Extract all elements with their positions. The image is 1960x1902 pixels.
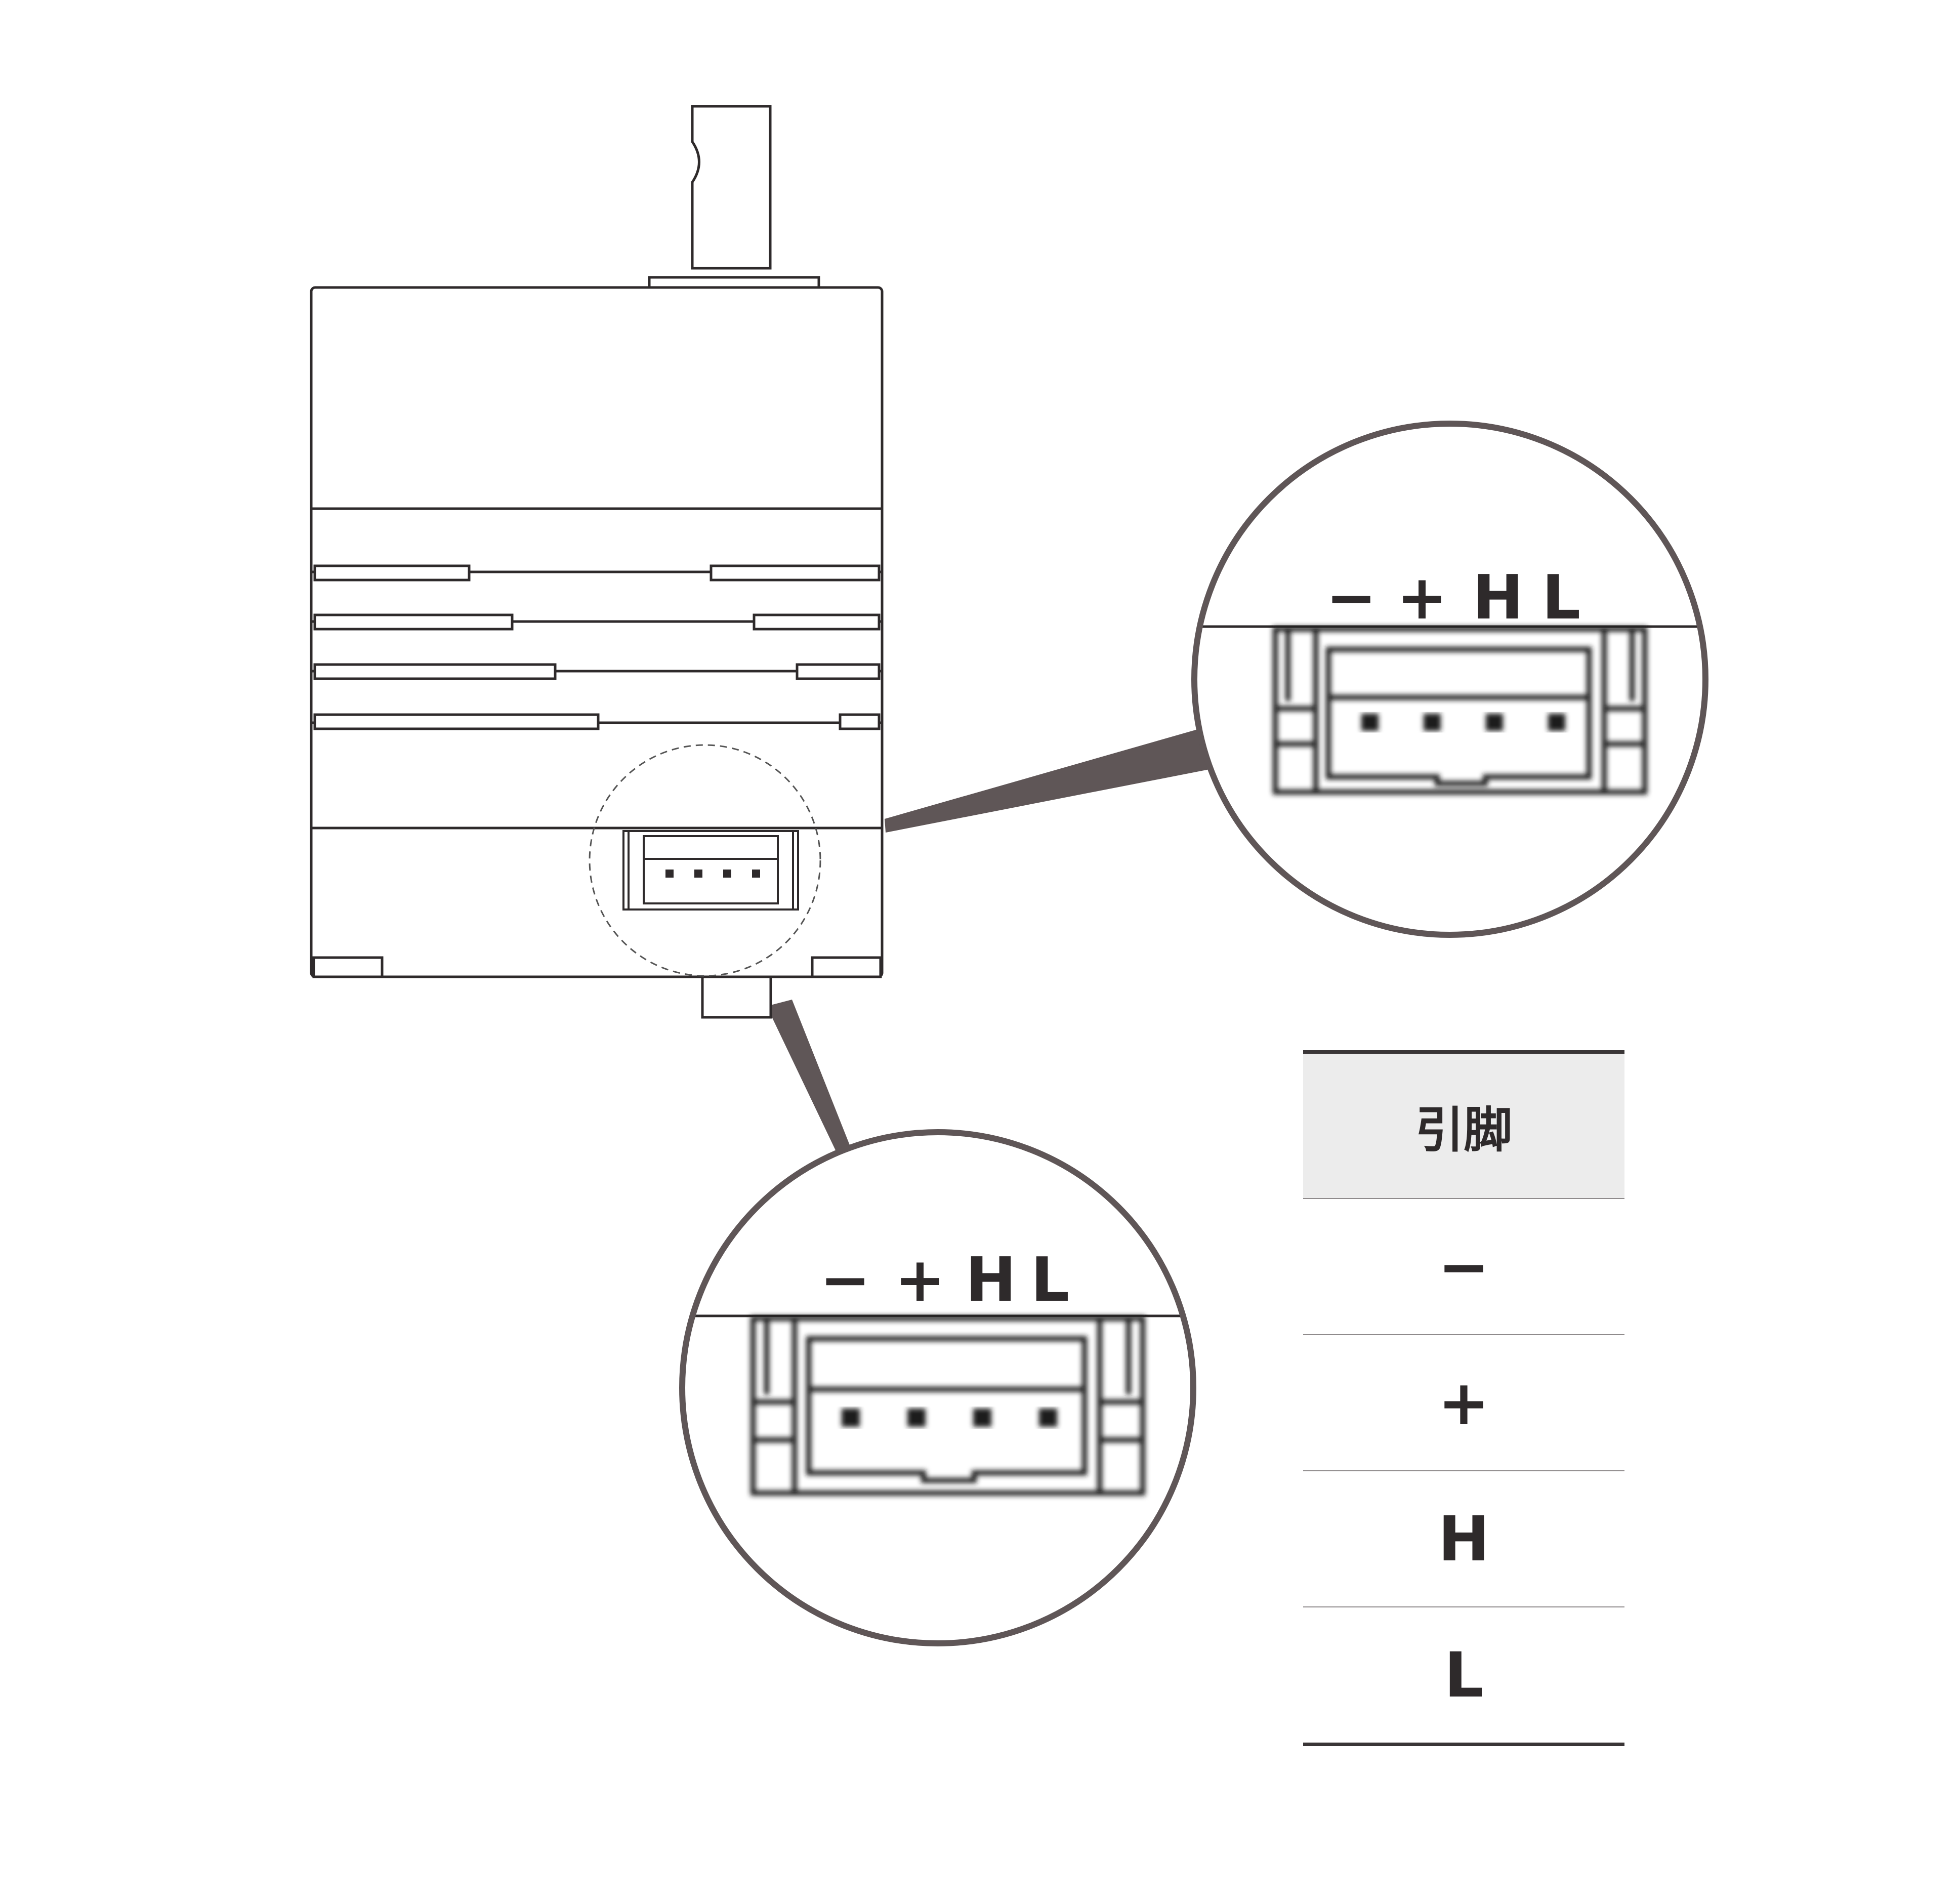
pin-cell: L: [1303, 1607, 1624, 1746]
zoom-bottom-pin-label: L: [1031, 1245, 1069, 1315]
vent-slot: [710, 564, 881, 582]
zoom-bottom-pin-label: −: [820, 1245, 871, 1315]
zoom-top-pin-label: +: [1397, 563, 1448, 633]
pin-cell: H: [1303, 1471, 1624, 1607]
pin-table: 引脚 − + H L: [1303, 1050, 1624, 1746]
pin-table-header-row: 引脚: [1303, 1050, 1624, 1199]
motor-body: [310, 105, 884, 1019]
zoom-bubble-bottom: − + H L: [679, 1129, 1196, 1646]
zoom-top-pin-label: H: [1473, 563, 1523, 633]
zoom-indicator-dashed: [589, 744, 821, 977]
shaft-collar: [648, 276, 820, 289]
zoom-top-pin-label: L: [1542, 563, 1580, 633]
table-row: L: [1303, 1607, 1624, 1746]
motor-shaft: [691, 105, 772, 270]
rear-shaft-stub: [701, 975, 772, 1019]
vent-slot: [313, 663, 557, 680]
pin-cell: −: [1303, 1198, 1624, 1335]
connector-small-pins: [665, 870, 760, 878]
motor-housing: [310, 286, 884, 978]
connector-small: [622, 830, 799, 911]
zoom-bubble-top: − + H L: [1191, 421, 1708, 938]
mount-foot-right: [811, 956, 882, 978]
pin-table-header: 引脚: [1303, 1050, 1624, 1199]
zoom-top-pin-label: −: [1326, 563, 1377, 633]
vent-slot: [313, 613, 514, 631]
vent-slot: [839, 713, 881, 730]
vent-slot: [796, 663, 881, 680]
table-row: −: [1303, 1198, 1624, 1335]
table-row: +: [1303, 1335, 1624, 1471]
zoom-bottom-pin-label: +: [895, 1245, 946, 1315]
vent-slot: [753, 613, 881, 631]
mount-foot-left: [312, 956, 384, 978]
table-row: H: [1303, 1471, 1624, 1607]
zoom-bottom-pin-label: H: [966, 1245, 1016, 1315]
vent-slot: [313, 564, 471, 582]
pin-cell: +: [1303, 1335, 1624, 1471]
vent-slot: [313, 713, 600, 730]
callout-pointer-right: [885, 729, 1210, 833]
callout-pointer-down: [767, 1000, 855, 1165]
